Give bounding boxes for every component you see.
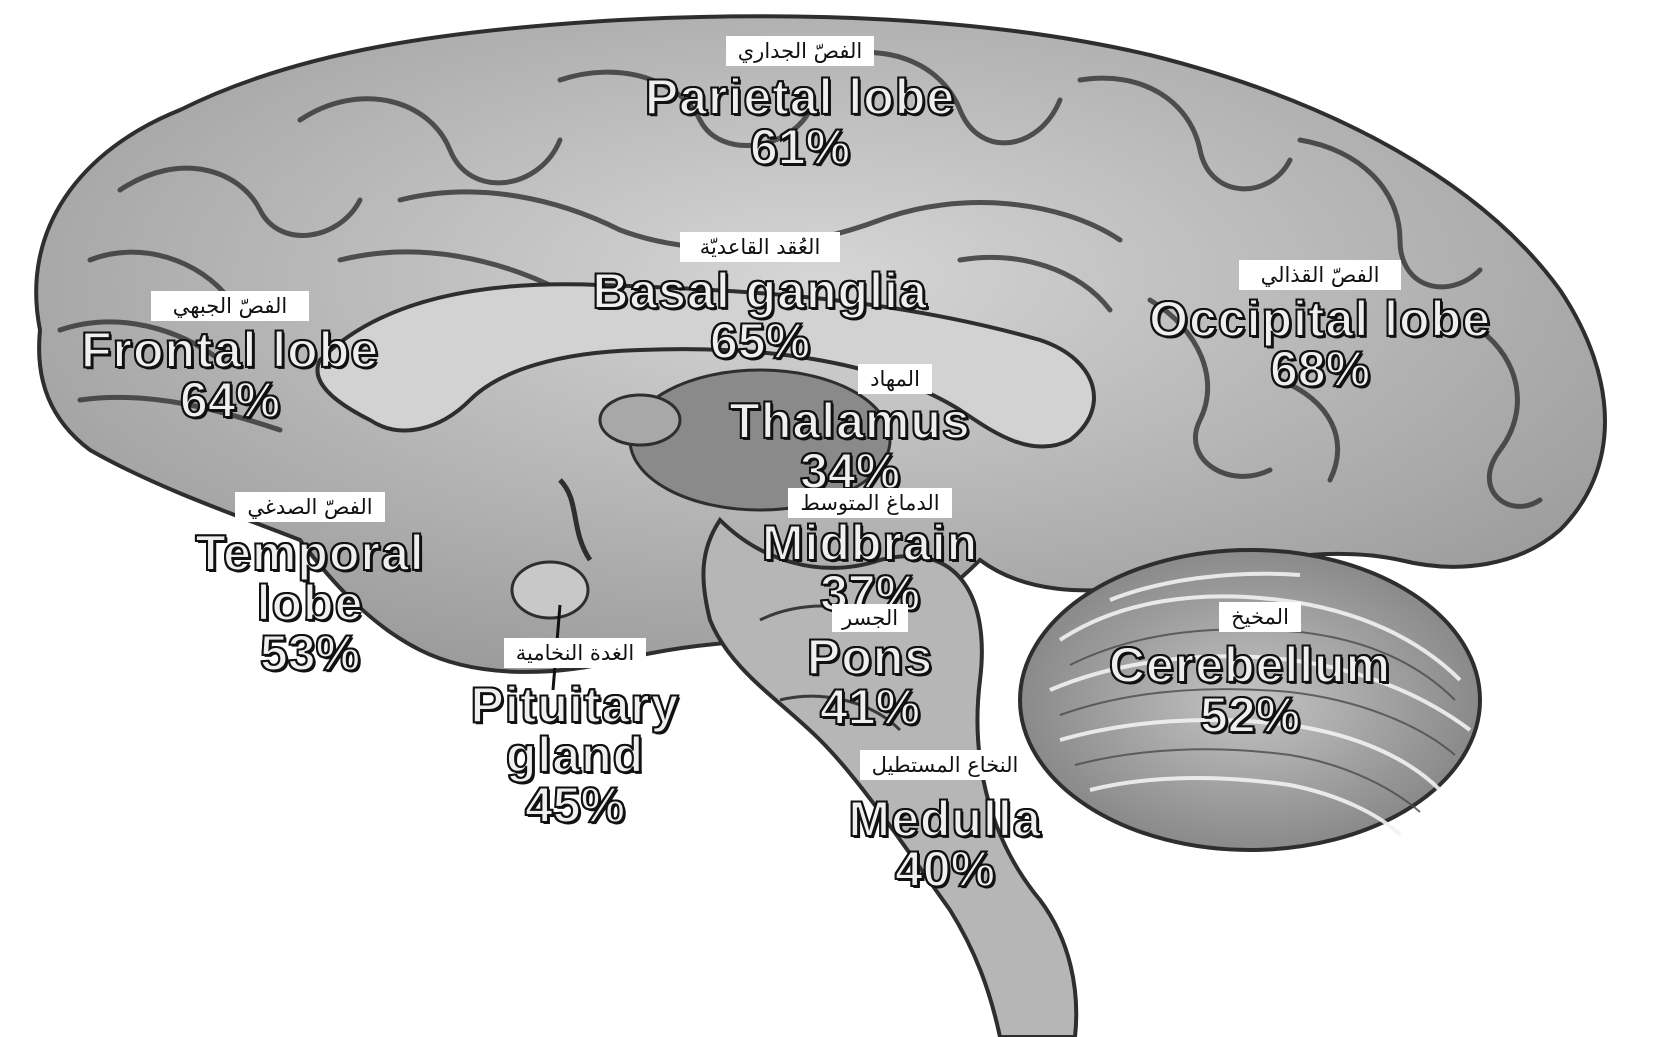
medulla-arabic-label: النخاع المستطيل xyxy=(860,750,1031,780)
pons-percent: 41% xyxy=(760,682,980,732)
frontal-arabic-label: الفصّ الجبهي xyxy=(151,291,310,321)
parietal-english-label: Parietal lobe xyxy=(560,72,1040,122)
region-pituitary: الغدة النخامية Pituitary gland 45% xyxy=(410,638,740,830)
pituitary-percent: 45% xyxy=(410,780,740,830)
thalamus-arabic-label: المهاد xyxy=(858,364,932,394)
frontal-english-label: Frontal lobe xyxy=(10,325,450,375)
medulla-english-label: Medulla xyxy=(780,794,1110,844)
pituitary-arabic-label: الغدة النخامية xyxy=(504,638,646,668)
pituitary-english-line2: gland xyxy=(410,730,740,780)
cerebellum-arabic-label: المخيخ xyxy=(1219,602,1301,632)
temporal-arabic-label: الفصّ الصدغي xyxy=(235,492,384,522)
region-midbrain: الدماغ المتوسط Midbrain 37% xyxy=(700,488,1040,618)
frontal-percent: 64% xyxy=(10,375,450,425)
cerebellum-english-label: Cerebellum xyxy=(1040,640,1460,690)
region-pons: الجسر Pons 41% xyxy=(760,604,980,732)
occipital-percent: 68% xyxy=(1050,344,1590,394)
region-cerebellum: المخيخ Cerebellum 52% xyxy=(1040,602,1460,740)
pituitary-english-line1: Pituitary xyxy=(410,680,740,730)
region-medulla: النخاع المستطيل Medulla 40% xyxy=(780,750,1110,894)
region-thalamus: المهاد Thalamus 34% xyxy=(660,364,1040,496)
temporal-english-line2: lobe xyxy=(130,578,490,628)
basal-arabic-label: العُقد القاعديّة xyxy=(680,232,841,262)
basal-percent: 65% xyxy=(500,316,1020,366)
region-parietal: الفصّ الجداري Parietal lobe 61% xyxy=(560,36,1040,172)
parietal-arabic-label: الفصّ الجداري xyxy=(726,36,874,66)
parietal-percent: 61% xyxy=(560,122,1040,172)
thalamus-english-label: Thalamus xyxy=(660,396,1040,446)
midbrain-arabic-label: الدماغ المتوسط xyxy=(788,488,951,518)
basal-english-label: Basal ganglia xyxy=(500,266,1020,316)
cerebellum-percent: 52% xyxy=(1040,690,1460,740)
medulla-percent: 40% xyxy=(780,844,1110,894)
pons-arabic-label: الجسر xyxy=(832,604,908,632)
region-frontal: الفصّ الجبهي Frontal lobe 64% xyxy=(10,291,450,425)
midbrain-english-label: Midbrain xyxy=(700,518,1040,568)
occipital-arabic-label: الفصّ القذالي xyxy=(1239,260,1402,290)
region-occipital: الفصّ القذالي Occipital lobe 68% xyxy=(1050,260,1590,394)
temporal-english-line1: Temporal xyxy=(130,528,490,578)
region-basal-ganglia: العُقد القاعديّة Basal ganglia 65% xyxy=(500,232,1020,366)
pituitary-shape xyxy=(512,562,588,618)
pons-english-label: Pons xyxy=(760,632,980,682)
occipital-english-label: Occipital lobe xyxy=(1050,294,1590,344)
